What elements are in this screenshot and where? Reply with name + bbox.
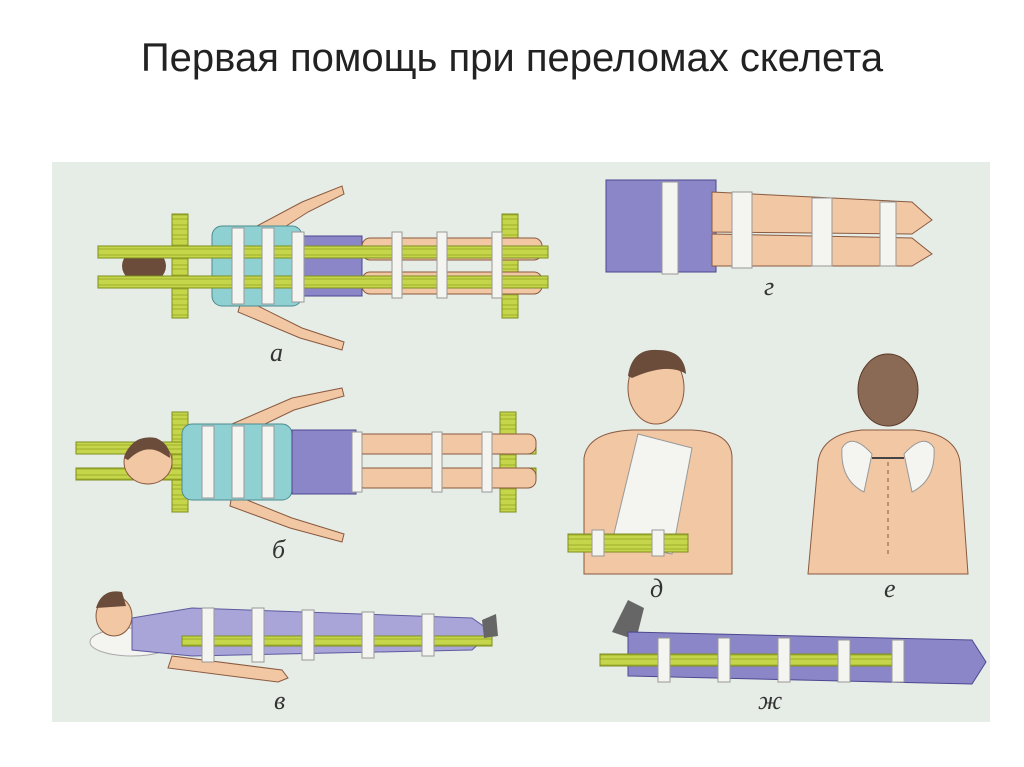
figure-e-clavicle-bandage bbox=[807, 353, 969, 575]
figure-d-arm-sling bbox=[567, 349, 733, 575]
figure-a-splinted-body bbox=[97, 185, 549, 351]
figure-b-splinted-body bbox=[75, 387, 537, 543]
label-b: б bbox=[272, 535, 286, 564]
label-d: д bbox=[650, 574, 664, 603]
label-zh: ж bbox=[758, 686, 783, 715]
label-g: г bbox=[764, 272, 775, 301]
label-v: в bbox=[274, 686, 286, 715]
figure-zh-leg-splint bbox=[599, 600, 987, 685]
figure-v-side-splint bbox=[89, 591, 498, 683]
label-a: а bbox=[270, 338, 283, 367]
page-title: Первая помощь при переломах скелета bbox=[140, 36, 884, 80]
illustration-panel: а б в г д е ж bbox=[52, 162, 990, 722]
illustration bbox=[75, 179, 987, 685]
label-e: е bbox=[884, 574, 896, 603]
figure-g-legs-bound bbox=[605, 179, 933, 275]
